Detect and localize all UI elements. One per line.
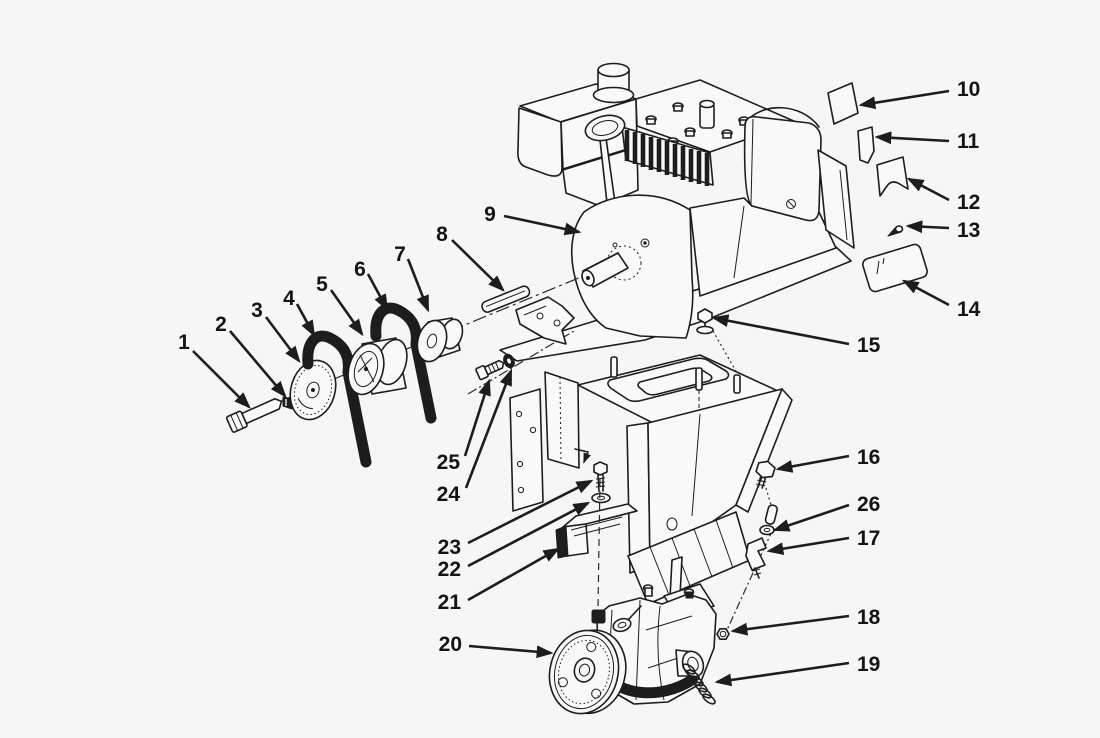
leader-line-3 bbox=[264, 316, 301, 364]
callout-2: 2 bbox=[215, 313, 227, 336]
callout-22: 22 bbox=[438, 558, 461, 581]
nut-part-18 bbox=[716, 628, 730, 640]
crankshaft bbox=[581, 252, 629, 288]
callout-12: 12 bbox=[957, 191, 980, 214]
callout-25: 25 bbox=[437, 451, 461, 474]
callout-20: 20 bbox=[439, 633, 462, 656]
callout-4: 4 bbox=[283, 287, 295, 310]
callout-6: 6 bbox=[354, 258, 366, 281]
leader-line-6 bbox=[366, 273, 389, 312]
insert-arrow-icon bbox=[574, 448, 591, 464]
hex-bolt-part-1 bbox=[225, 397, 283, 433]
leader-line-4 bbox=[295, 303, 316, 338]
callout-8: 8 bbox=[436, 223, 448, 246]
right-fasteners bbox=[716, 460, 778, 640]
callout-13: 13 bbox=[957, 219, 980, 242]
decal-part-10 bbox=[827, 82, 859, 125]
leader-line-25 bbox=[463, 378, 491, 457]
shift-knob bbox=[612, 605, 642, 633]
callout-7: 7 bbox=[394, 243, 406, 266]
spring-part-19 bbox=[682, 663, 716, 705]
leader-line-10 bbox=[858, 89, 950, 110]
callout-14: 14 bbox=[957, 298, 981, 321]
frame-stud bbox=[610, 356, 741, 410]
engine-assembly bbox=[499, 62, 855, 362]
callout-1: 1 bbox=[178, 331, 190, 354]
hex-bolt-part-16 bbox=[755, 460, 776, 489]
leader-line-11 bbox=[874, 131, 950, 145]
callout-10: 10 bbox=[957, 78, 980, 101]
elbow-fitting-part-17 bbox=[745, 537, 767, 579]
leader-line-22 bbox=[467, 501, 591, 568]
leader-line-24 bbox=[464, 368, 513, 489]
decal-part-11 bbox=[857, 126, 875, 164]
leader-line-12 bbox=[906, 177, 950, 202]
frame-left-flange bbox=[509, 388, 544, 512]
callout-19: 19 bbox=[857, 653, 880, 676]
leader-line-19 bbox=[714, 661, 850, 687]
pulley-part-7 bbox=[416, 317, 464, 363]
callout-17: 17 bbox=[857, 527, 880, 550]
frame-right-wall bbox=[735, 388, 793, 513]
gearbox-assembly bbox=[548, 556, 717, 715]
spark-plug bbox=[699, 99, 715, 129]
leader-line-13 bbox=[905, 220, 950, 234]
leader-line-5 bbox=[329, 289, 364, 337]
callout-11: 11 bbox=[957, 130, 980, 153]
callout-21: 21 bbox=[438, 591, 462, 614]
screw-part-13 bbox=[887, 225, 904, 237]
leader-line-8 bbox=[451, 239, 505, 292]
pulley-part-3 bbox=[289, 359, 337, 421]
cylinder-cooling-fins bbox=[621, 126, 714, 186]
v-belt-part-4 bbox=[302, 330, 372, 468]
callout-26: 26 bbox=[857, 493, 880, 516]
idler-bracket bbox=[515, 296, 575, 345]
callout-23: 23 bbox=[438, 536, 461, 559]
drive-components bbox=[225, 285, 575, 468]
callout-5: 5 bbox=[316, 273, 328, 296]
heat-shield bbox=[817, 149, 855, 249]
leader-line-2 bbox=[229, 330, 287, 398]
leader-line-9 bbox=[503, 214, 582, 236]
frame-back-wall bbox=[544, 371, 580, 469]
mount-bolt-part-15 bbox=[696, 308, 714, 335]
decal-part-14 bbox=[862, 243, 928, 293]
leader-line-14 bbox=[901, 279, 950, 307]
v-belt-part-6 bbox=[370, 302, 437, 424]
pulley-part-5 bbox=[347, 337, 408, 396]
leader-line-1 bbox=[192, 350, 251, 409]
leader-line-17 bbox=[766, 536, 850, 556]
callout-24: 24 bbox=[437, 483, 461, 506]
callout-16: 16 bbox=[857, 446, 880, 469]
leader-line-23 bbox=[467, 479, 594, 545]
leader-line-7 bbox=[406, 258, 430, 313]
decal-part-12 bbox=[876, 156, 909, 197]
shaft-key-part-8 bbox=[481, 285, 531, 313]
muffler bbox=[743, 106, 822, 222]
leader-line-20 bbox=[468, 644, 554, 659]
leader-line-15 bbox=[711, 314, 850, 346]
leader-line-18 bbox=[730, 614, 850, 636]
callout-3: 3 bbox=[251, 299, 263, 322]
pulley-part-20 bbox=[548, 629, 627, 715]
bolt-15-centerline bbox=[712, 330, 738, 374]
oil-fill-cap bbox=[592, 62, 635, 104]
bolt-23-centerline bbox=[597, 478, 601, 609]
crankcase bbox=[570, 194, 694, 339]
leader-line-21 bbox=[467, 547, 561, 602]
washer-part-22 bbox=[591, 492, 611, 504]
washer-part-24 bbox=[503, 353, 515, 369]
callout-9: 9 bbox=[484, 203, 496, 226]
hex-bolt-part-25 bbox=[475, 359, 505, 381]
leader-line-16 bbox=[775, 454, 850, 473]
callout-15: 15 bbox=[857, 334, 881, 357]
decals bbox=[827, 82, 928, 293]
callouts: 1234567891011121314151626171819202122232… bbox=[178, 78, 981, 687]
callout-18: 18 bbox=[857, 606, 881, 629]
leader-line-26 bbox=[772, 503, 850, 532]
